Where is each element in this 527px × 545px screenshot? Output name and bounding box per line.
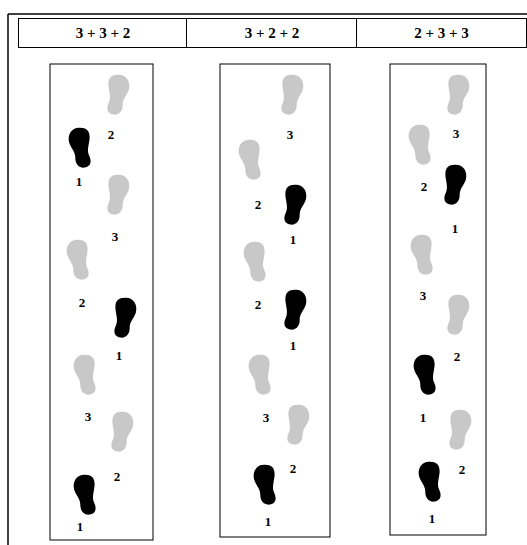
footprint [284, 403, 311, 446]
footprint [278, 73, 305, 116]
step-number: 1 [290, 339, 297, 353]
footprint [242, 240, 269, 283]
footprint [407, 123, 434, 166]
step-number: 1 [429, 512, 436, 526]
footprint [67, 126, 94, 169]
step-number: 2 [290, 462, 297, 476]
step-number: 3 [287, 128, 294, 142]
footprint [281, 288, 308, 331]
header-cell: 3 + 2 + 2 [186, 18, 358, 48]
column-panel [390, 64, 486, 535]
footprint [441, 163, 468, 206]
header-text: 3 + 3 + 2 [76, 25, 131, 42]
step-number: 2 [255, 198, 262, 212]
step-number: 3 [112, 230, 119, 244]
step-number: 1 [290, 233, 297, 247]
step-number: 1 [420, 411, 427, 425]
step-number: 2 [454, 350, 461, 364]
footprint [104, 73, 131, 116]
footprint [111, 296, 138, 339]
footprint [72, 473, 99, 516]
footprint [417, 460, 444, 503]
step-number: 2 [108, 128, 115, 142]
frame-line [7, 14, 9, 545]
footprint [409, 233, 436, 276]
column-panel [50, 64, 153, 540]
header-cell: 2 + 3 + 3 [356, 18, 527, 48]
footprint [412, 353, 439, 396]
footprint [247, 353, 274, 396]
frame-line [8, 13, 527, 15]
step-number: 1 [265, 515, 272, 529]
step-number: 3 [263, 411, 270, 425]
step-number: 1 [76, 175, 83, 189]
footprint [281, 183, 308, 226]
header-cell: 3 + 3 + 2 [18, 18, 188, 48]
step-number: 1 [77, 520, 84, 534]
footprint [72, 353, 99, 396]
footprint [444, 293, 471, 336]
footprint [65, 238, 92, 281]
header-text: 3 + 2 + 2 [245, 25, 300, 42]
step-number: 2 [459, 463, 466, 477]
step-number: 3 [85, 410, 92, 424]
footprint [446, 408, 473, 451]
footprint [252, 463, 279, 506]
footprint [237, 138, 264, 181]
footprint [108, 410, 135, 453]
step-number: 3 [453, 127, 460, 141]
footprint [104, 173, 131, 216]
column-panel [220, 64, 330, 537]
step-number: 3 [420, 289, 427, 303]
header-text: 2 + 3 + 3 [414, 25, 469, 42]
footprint [444, 73, 471, 116]
step-number: 1 [452, 222, 459, 236]
step-number: 2 [421, 180, 428, 194]
step-number: 1 [116, 349, 123, 363]
step-number: 2 [79, 296, 86, 310]
step-number: 2 [255, 298, 262, 312]
step-number: 2 [114, 470, 121, 484]
